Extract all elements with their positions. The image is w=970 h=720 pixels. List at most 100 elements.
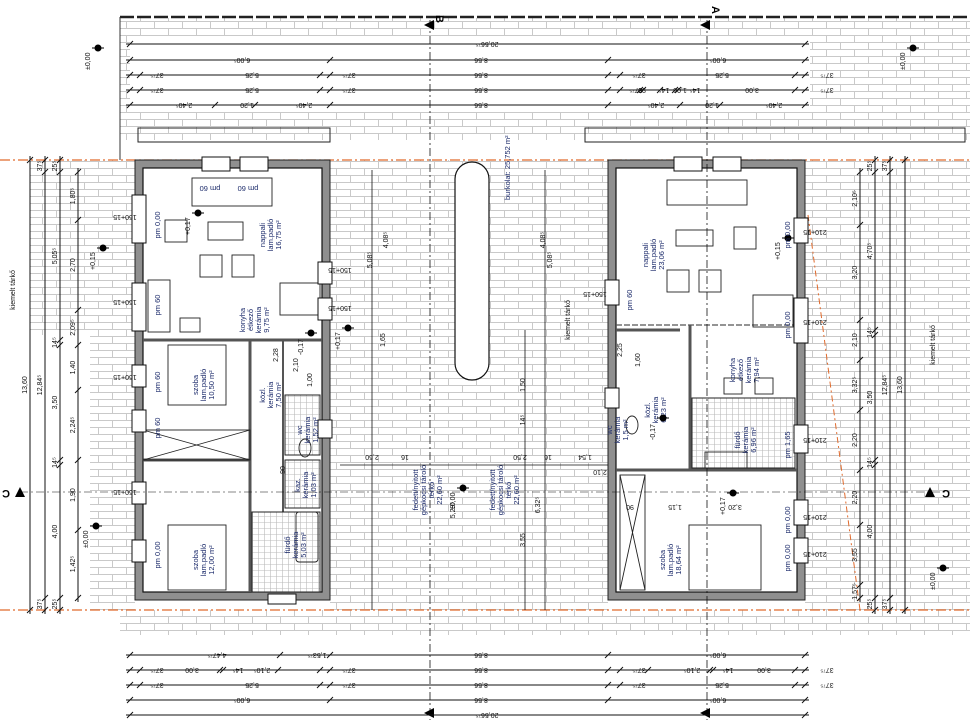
level-label: +0,17 — [185, 217, 192, 235]
dimension-label: 12,84⁵ — [37, 375, 44, 396]
room-label-line: kerámia — [291, 531, 300, 559]
inner-dimension-label: 1,60 — [635, 353, 642, 367]
room-label-line: 7,94 m² — [752, 357, 761, 383]
armchair — [666, 269, 690, 293]
room-label-line: étkező — [246, 309, 255, 331]
dimension-label: 5,25 — [715, 71, 729, 78]
dimension-tick — [856, 594, 864, 602]
window-sill-label: pm 60 — [625, 290, 634, 311]
dimension-tick — [41, 168, 49, 176]
dimension-tick — [791, 681, 799, 689]
room-label-line: 1,03 m² — [309, 472, 318, 498]
dimension-tick — [211, 101, 219, 109]
window — [604, 279, 620, 306]
dimension-label: 5,25 — [245, 86, 259, 93]
dimension-tick — [251, 101, 259, 109]
room-label-line: fürdő — [283, 536, 292, 553]
window — [793, 537, 809, 564]
window-code-label: 150+15 — [328, 304, 352, 311]
room-label-line: kerámia — [741, 426, 750, 454]
window — [712, 156, 742, 172]
dimension-label: 37⁷⁵ — [150, 681, 163, 688]
dimension-tick — [56, 336, 64, 344]
dimension-tick — [604, 651, 612, 659]
window-code-label: 150+15 — [113, 373, 137, 380]
section-arrow-c-right — [925, 487, 935, 497]
dimension-label: 37⁷⁵ — [820, 86, 833, 93]
level-label: +0,15 — [90, 252, 97, 270]
dimension-label: 6,00⁵ — [710, 56, 727, 63]
room-label-line: 12,00 m² — [207, 545, 216, 575]
dimension-tick — [801, 711, 809, 719]
dimension-tick — [674, 86, 682, 94]
inner-dimension-label: 90 — [626, 503, 634, 510]
dimension-tick — [656, 86, 664, 94]
window — [793, 297, 809, 344]
dimension-label: 37⁷⁵ — [150, 666, 163, 673]
window — [673, 156, 703, 172]
bed — [167, 344, 227, 406]
dimension-label: 2,40⁵ — [176, 101, 193, 108]
dimension-label: 2,10 — [852, 333, 859, 347]
window — [131, 409, 147, 433]
inner-dimension-label: 5,08⁵ — [367, 252, 374, 269]
dimension-tick — [326, 71, 334, 79]
dimension-label: 20,56⁷⁵ — [475, 711, 498, 718]
window-sill-label: pm 0,00 — [153, 541, 162, 568]
dimension-tick — [316, 666, 324, 674]
dimension-label: 25⁵ — [867, 161, 874, 172]
room-label-line: nappali — [641, 243, 650, 268]
dimension-label: 37⁵ — [882, 161, 889, 172]
room-label-line: 5,03 m² — [299, 532, 308, 558]
dimension-label: 4,00 — [867, 525, 874, 539]
dimension-label: 13,60 — [897, 376, 904, 394]
dimension-label: 2,40⁵ — [766, 101, 783, 108]
sofa — [191, 177, 273, 207]
window — [201, 156, 231, 172]
dimension-label: 3,00 — [185, 666, 199, 673]
dimension-tick — [636, 86, 644, 94]
dimension-tick — [74, 306, 82, 314]
dimension-label: 14⁵ — [659, 86, 670, 93]
dimension-tick — [604, 86, 612, 94]
vanity — [704, 451, 748, 469]
inner-dimension-label: 2,10 — [293, 358, 300, 372]
dimension-label: 37⁵ — [37, 599, 44, 610]
coffee-table — [207, 221, 244, 241]
window — [239, 156, 269, 172]
dimension-label: 1,20 — [240, 101, 254, 108]
inner-dimension-label: 1,54 — [578, 453, 592, 460]
dimension-tick — [74, 594, 82, 602]
room-label-line: 9,75 m² — [262, 307, 271, 333]
inner-dimension-label: 5,08⁵ — [547, 252, 554, 269]
inner-dimension-label: 1,50 — [520, 378, 527, 392]
room-label-line: fedett/nyitott — [411, 469, 420, 511]
level-label: ±0,00 — [900, 52, 907, 70]
dimension-label: 2,09⁵ — [70, 319, 77, 336]
section-arrow-c-left — [15, 487, 25, 497]
dimension-tick — [871, 461, 879, 469]
dimension-label: 1,53⁷⁵ — [307, 651, 326, 658]
dimension-label: 2,10⁵ — [852, 190, 859, 207]
room-label-line: kerámia — [651, 396, 660, 424]
level-label: ±0,00 — [85, 52, 92, 70]
curb-right-top — [584, 127, 966, 143]
dimension-tick — [616, 71, 624, 79]
inner-dimension-label: 4,08⁵ — [540, 232, 547, 249]
dimension-tick — [74, 168, 82, 176]
dimension-label: 2,70 — [70, 258, 77, 272]
armchair — [199, 254, 223, 278]
room-label-line: 7,50 m² — [274, 382, 283, 408]
dimension-tick — [56, 341, 64, 349]
section-arrow-a — [700, 20, 710, 30]
window — [793, 217, 809, 244]
dimension-label: 5,25 — [245, 71, 259, 78]
window-code-label: 150+15 — [113, 488, 137, 495]
armchair — [733, 226, 757, 250]
